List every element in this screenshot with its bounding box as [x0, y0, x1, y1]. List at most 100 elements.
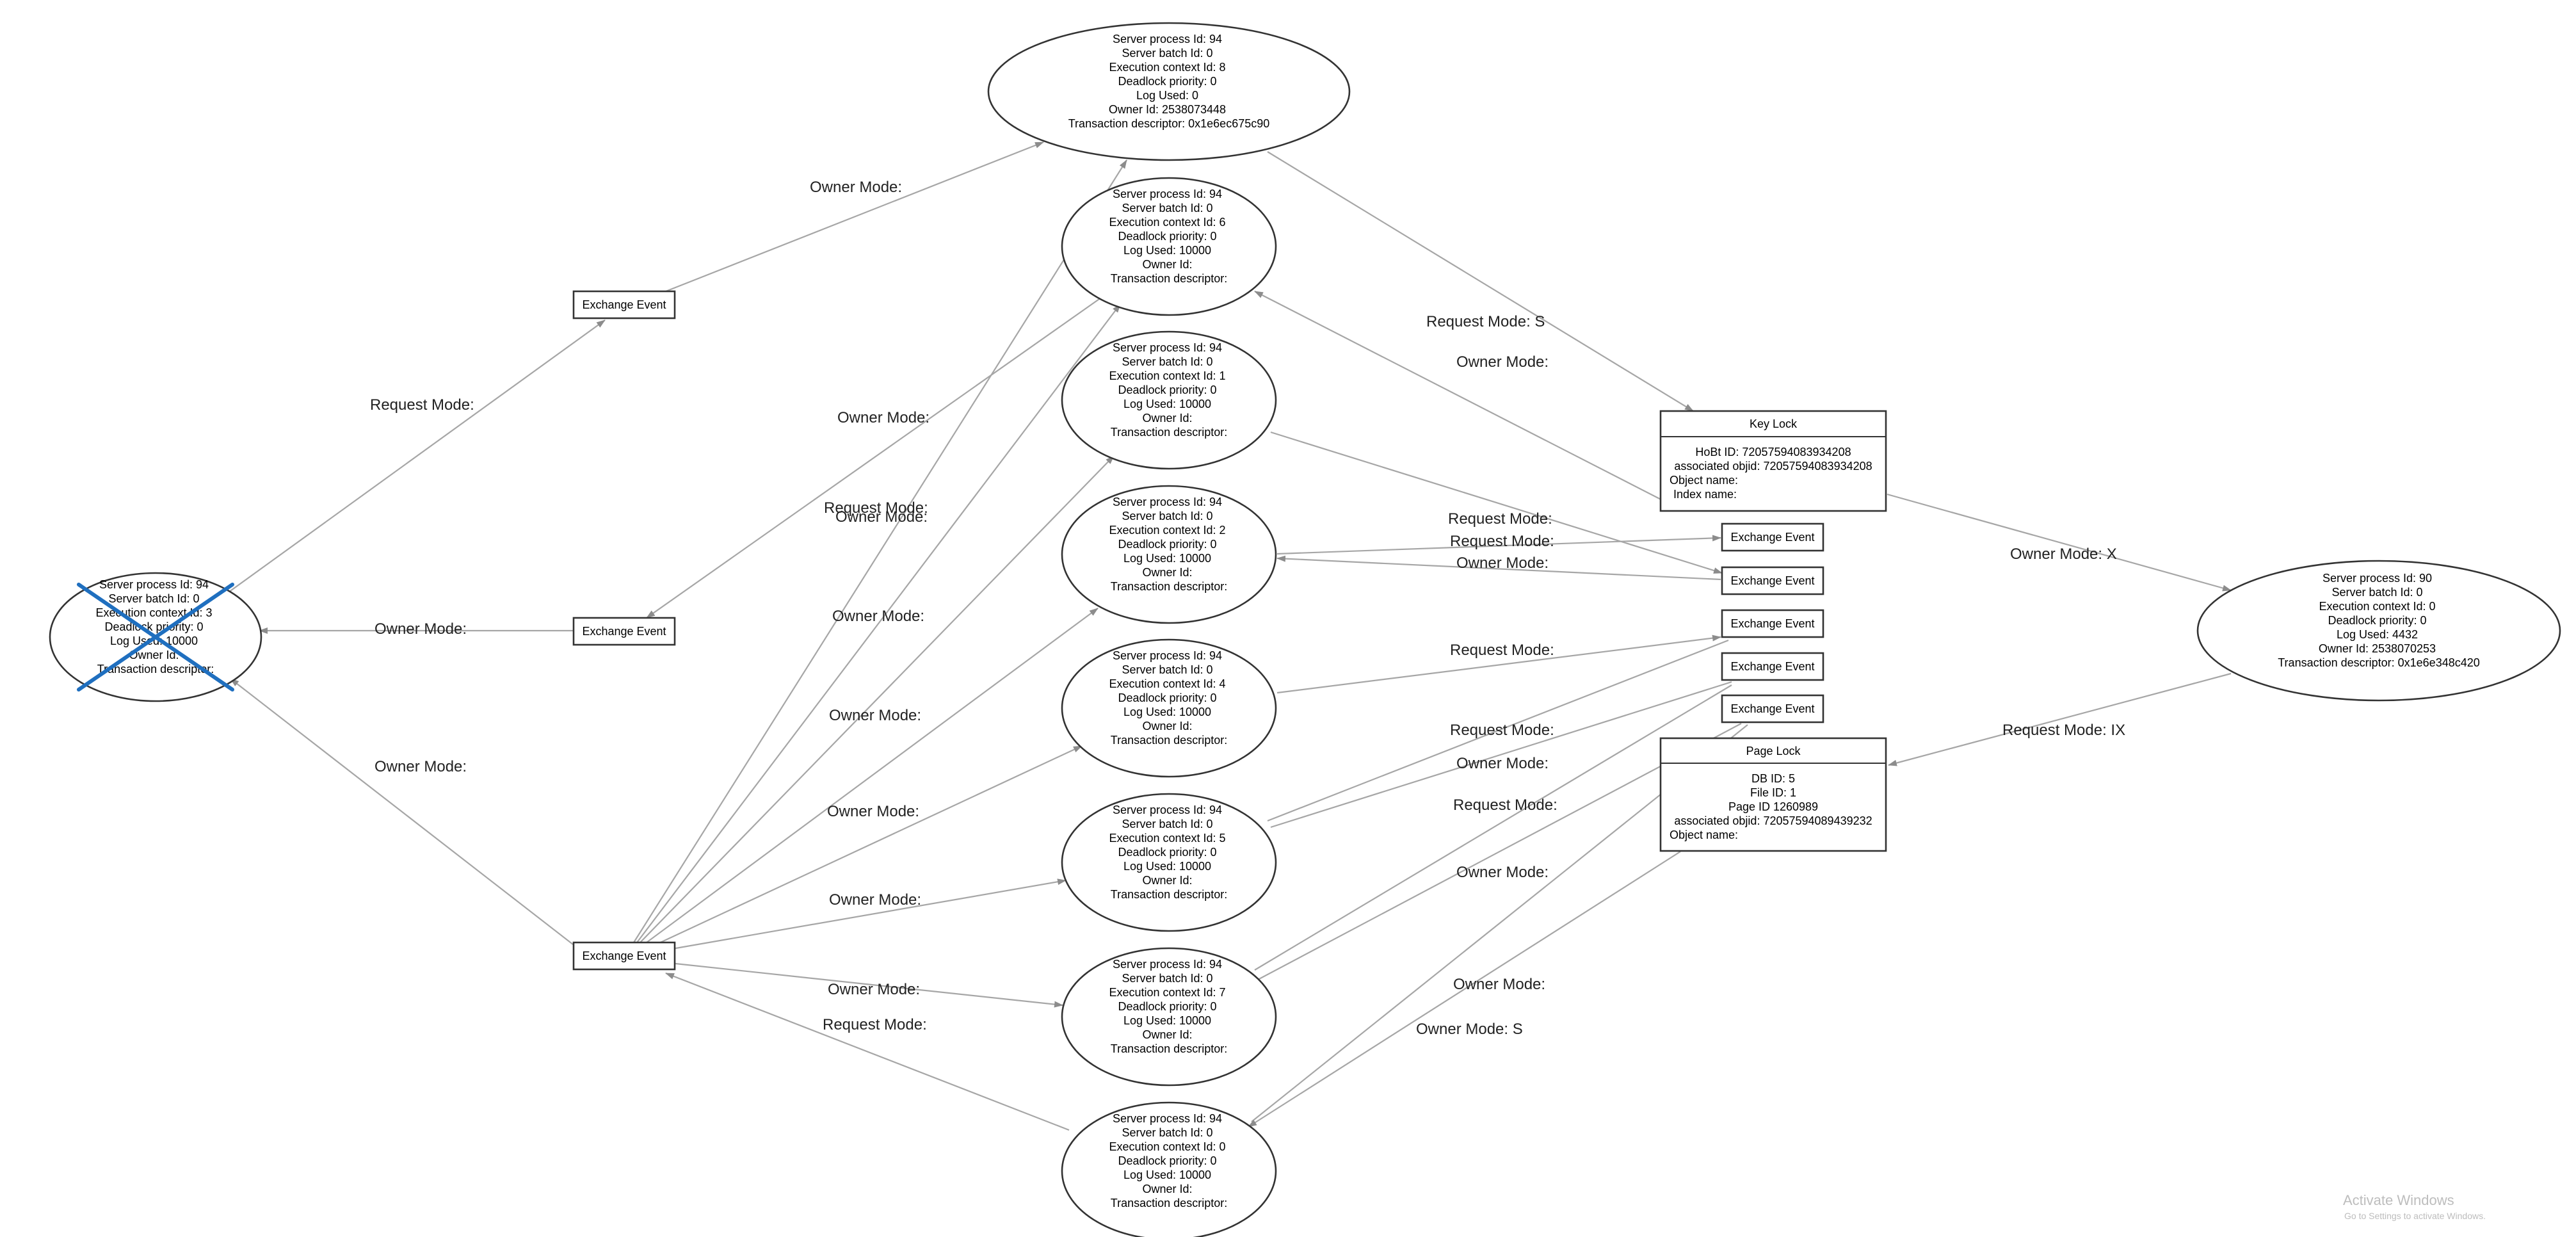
key-lock-line: HoBt ID: 72057594083934208 [1695, 446, 1851, 458]
exchange-event-label: Exchange Event [582, 298, 666, 311]
watermark-title: Activate Windows [2343, 1192, 2454, 1208]
process-node-text: Server process Id: 94 Server batch Id: 0… [1109, 649, 1228, 747]
edge-label: Owner Mode: [835, 508, 928, 526]
edge-label: Owner Mode: [832, 608, 924, 625]
edge-label: Request Mode: [1450, 533, 1554, 550]
edge-label: Owner Mode: S [1416, 1021, 1523, 1038]
process-node-ctx1[interactable]: Server process Id: 94 Server batch Id: 0… [1061, 330, 1277, 470]
key-lock-line: Index name: [1673, 488, 1737, 501]
edge-label: Request Mode: [1448, 510, 1552, 528]
edge-ctx7-to-ex-r4[interactable] [1254, 684, 1732, 971]
activate-windows-watermark: Activate Windows Go to Settings to activ… [2343, 1192, 2486, 1221]
edge-ctx5-to-ex-r4[interactable] [1270, 681, 1732, 829]
exchange-event-mid[interactable]: Exchange Event [572, 617, 676, 646]
exchange-event-label: Exchange Event [582, 625, 666, 638]
process-node-victim[interactable]: Server process Id: 94 Server batch Id: 0… [49, 572, 262, 702]
edge-key-lock-to-spid90[interactable] [1887, 493, 2232, 592]
page-lock-line: Object name: [1670, 829, 1738, 841]
edge-label: Owner Mode: [1456, 864, 1549, 881]
edge-labels: Owner Mode: Request Mode: Owner Mode: Ow… [370, 179, 2125, 1038]
page-lock-node[interactable]: Page Lock DB ID: 5 File ID: 1 Page ID 12… [1659, 737, 1887, 852]
process-node-text: Server process Id: 94 Server batch Id: 0… [1109, 1112, 1228, 1209]
edge-ctx4-to-ex-r3[interactable] [1276, 635, 1721, 694]
edge-ctx5-to-ex-r3[interactable] [1267, 639, 1729, 822]
process-node-ctx6[interactable]: Server process Id: 94 Server batch Id: 0… [1061, 177, 1277, 316]
page-lock-line: File ID: 1 [1750, 786, 1796, 799]
edge-label: Request Mode: S [1426, 313, 1545, 330]
edge-ex-bot-to-victim[interactable] [230, 678, 574, 945]
edge-ex-bot-to-ctx4[interactable] [656, 745, 1083, 945]
edge-ctx1-to-ex-r2[interactable] [1270, 431, 1723, 574]
exchange-event-label: Exchange Event [1730, 660, 1814, 673]
edge-label: Request Mode: [824, 499, 928, 517]
process-node-ctx2[interactable]: Server process Id: 94 Server batch Id: 0… [1061, 485, 1277, 624]
edge-spid90-to-page-lock[interactable] [1888, 672, 2232, 766]
exchange-event-right-2[interactable]: Exchange Event [1721, 566, 1824, 595]
page-lock-title: Page Lock [1746, 745, 1801, 757]
exchange-event-right-3[interactable]: Exchange Event [1721, 609, 1824, 638]
exchange-event-top[interactable]: Exchange Event [572, 290, 676, 319]
exchange-event-bottom[interactable]: Exchange Event [572, 941, 676, 971]
edge-ctx0-to-ex-bot[interactable] [665, 972, 1070, 1131]
edge-label: Request Mode: [823, 1016, 927, 1033]
key-lock-node[interactable]: Key Lock HoBt ID: 72057594083934208 asso… [1659, 410, 1887, 512]
edge-label: Owner Mode: [374, 758, 467, 775]
edge-ctx8-to-key-lock[interactable] [1267, 151, 1694, 412]
edge-key-lock-to-ctx6[interactable] [1254, 291, 1671, 505]
process-node-ctx0[interactable]: Server process Id: 94 Server batch Id: 0… [1061, 1101, 1277, 1237]
edge-label: Request Mode: IX [2002, 722, 2125, 739]
edge-label: Owner Mode: [1456, 755, 1549, 772]
exchange-event-label: Exchange Event [1730, 702, 1814, 715]
edge-ex-bot-to-ctx1[interactable] [640, 455, 1115, 943]
edge-label: Owner Mode: [374, 620, 467, 638]
process-node-text: Server process Id: 94 Server batch Id: 0… [1109, 496, 1228, 593]
page-lock-line: DB ID: 5 [1751, 772, 1795, 785]
page-lock-line: Page ID 1260989 [1728, 800, 1818, 813]
page-lock-line: associated objid: 72057594089439232 [1674, 814, 1872, 827]
process-node-ctx5[interactable]: Server process Id: 94 Server batch Id: 0… [1061, 793, 1277, 932]
process-node-spid90[interactable]: Server process Id: 90 Server batch Id: 0… [2196, 560, 2561, 702]
exchange-event-right-4[interactable]: Exchange Event [1721, 652, 1824, 681]
edge-ex-r2-to-ctx2[interactable] [1276, 555, 1721, 581]
process-node-ctx8[interactable]: Server process Id: 94 Server batch Id: 0… [987, 22, 1351, 161]
deadlock-victim-x-icon [77, 583, 234, 691]
process-node-text: Server process Id: 90 Server batch Id: 0… [2278, 572, 2480, 669]
edge-page-lock-to-ctx0[interactable] [1248, 851, 1681, 1128]
key-lock-title: Key Lock [1750, 417, 1798, 430]
exchange-event-right-1[interactable]: Exchange Event [1721, 522, 1824, 552]
edge-ex-bot-to-ctx5[interactable] [672, 878, 1067, 950]
edge-label: Request Mode: [1453, 796, 1558, 814]
edge-label: Owner Mode: [827, 803, 919, 820]
process-node-text: Server process Id: 94 Server batch Id: 0… [1109, 958, 1228, 1055]
process-node-text: Server process Id: 94 Server batch Id: 0… [1109, 188, 1228, 285]
key-lock-line: Object name: [1670, 474, 1738, 487]
edge-victim-to-ex-top[interactable] [223, 319, 606, 596]
edge-label: Owner Mode: [829, 891, 921, 909]
edge-label: Owner Mode: [829, 707, 921, 724]
exchange-event-label: Exchange Event [582, 950, 666, 962]
edge-ctx2-to-ex-r1[interactable] [1276, 535, 1721, 555]
edge-label: Owner Mode: [837, 409, 930, 426]
exchange-event-label: Exchange Event [1730, 574, 1814, 587]
edge-label: Owner Mode: [1453, 976, 1545, 993]
edge-label: Owner Mode: [828, 981, 920, 998]
edge-ex-top-to-ctx8[interactable] [665, 141, 1044, 293]
edge-label: Request Mode: [1450, 642, 1554, 659]
edge-label: Owner Mode: X [2010, 546, 2117, 563]
exchange-event-right-5[interactable]: Exchange Event [1721, 694, 1824, 724]
edge-ex-bot-to-ctx8[interactable] [633, 159, 1127, 943]
edge-label: Request Mode: [370, 396, 474, 414]
process-node-text: Server process Id: 94 Server batch Id: 0… [1068, 33, 1270, 130]
edge-label: Request Mode: [1450, 722, 1554, 739]
edge-ctx6-to-ex-mid[interactable] [646, 297, 1102, 618]
edge-ex-bot-to-ctx6[interactable] [636, 303, 1121, 943]
process-node-ctx7[interactable]: Server process Id: 94 Server batch Id: 0… [1061, 947, 1277, 1087]
process-node-ctx4[interactable]: Server process Id: 94 Server batch Id: 0… [1061, 638, 1277, 778]
edge-ex-bot-to-ctx2[interactable] [646, 608, 1099, 943]
edge-ex-bot-to-ctx7[interactable] [675, 962, 1063, 1008]
exchange-event-label: Exchange Event [1730, 531, 1814, 544]
edge-label: Owner Mode: [1456, 353, 1549, 371]
exchange-event-label: Exchange Event [1730, 617, 1814, 630]
process-node-text: Server process Id: 94 Server batch Id: 0… [1109, 804, 1228, 901]
